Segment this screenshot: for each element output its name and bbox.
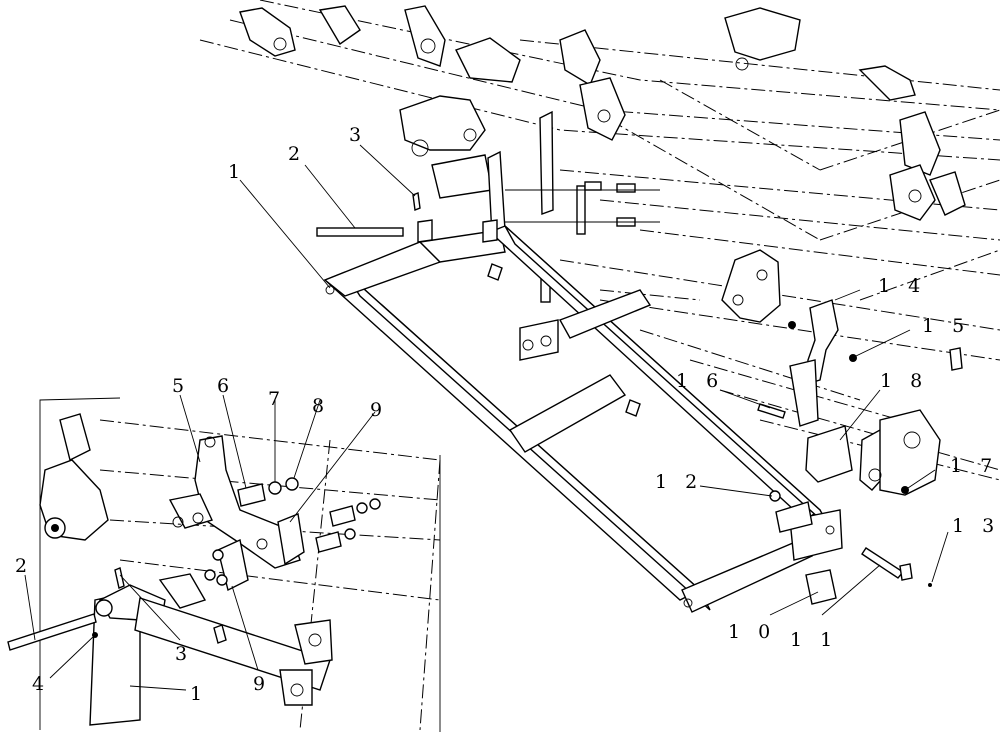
bushing-part-10: [805, 569, 837, 605]
inset-callout-9-bottom: 9: [253, 673, 271, 695]
callout-15: 1 5: [922, 315, 970, 337]
inset-callout-2: 2: [15, 555, 33, 577]
inset-callout-3: 3: [175, 643, 193, 665]
cotter-part-13: [928, 583, 932, 587]
inset-callout-6: 6: [217, 375, 235, 397]
center-hitch-parts: [431, 110, 660, 361]
inset-callout-1: 1: [190, 683, 208, 705]
inset-callout-4: 4: [32, 673, 50, 695]
callout-17: 1 7: [950, 455, 998, 477]
inset-pin-part-2: [7, 613, 97, 651]
callouts-main: 1 2 3 1 4 1 5 1 6 1 8 1 7 1 2 1 3 1 0 1 …: [228, 124, 1000, 651]
callout-10: 1 0: [728, 621, 776, 643]
callout-11: 1 1: [790, 629, 838, 651]
inset-callout-9-top: 9: [370, 399, 388, 421]
inset-callout-8: 8: [312, 395, 330, 417]
tab-part-3c: [482, 219, 498, 243]
pin-part-16: [757, 403, 786, 419]
bolt-part-11: [861, 547, 905, 579]
bracket-part-18: [805, 425, 853, 483]
clip-part-3: [412, 192, 421, 211]
inset-callout-5: 5: [172, 375, 190, 397]
callout-16: 1 6: [676, 370, 724, 392]
callout-1: 1: [228, 161, 246, 183]
callout-12: 1 2: [655, 471, 703, 493]
upper-brackets: [239, 5, 966, 221]
main-frame: [323, 225, 843, 613]
inset-callout-7: 7: [268, 388, 286, 410]
callout-2: 2: [288, 143, 306, 165]
nut-part-15: [849, 354, 857, 362]
inset-bushing-part-6: [237, 483, 266, 507]
callout-3: 3: [349, 124, 367, 146]
pin-part-2: [316, 227, 404, 237]
inset-detail: [7, 397, 441, 732]
right-lock-assembly: [721, 249, 963, 496]
callout-14: 1 4: [878, 275, 926, 297]
callouts-inset: 2 4 3 1 5 6 7 8 9 9: [15, 375, 388, 705]
frame-fasteners: [487, 263, 781, 502]
tab-part-3b: [417, 219, 433, 243]
leader-lines: [24, 144, 949, 691]
callout-18: 1 8: [880, 370, 928, 392]
nut-part-17: [901, 486, 909, 494]
bolt-head-11: [899, 563, 913, 581]
callout-13: 1 3: [952, 515, 1000, 537]
phantom-frame-lines: [199, 0, 1000, 481]
